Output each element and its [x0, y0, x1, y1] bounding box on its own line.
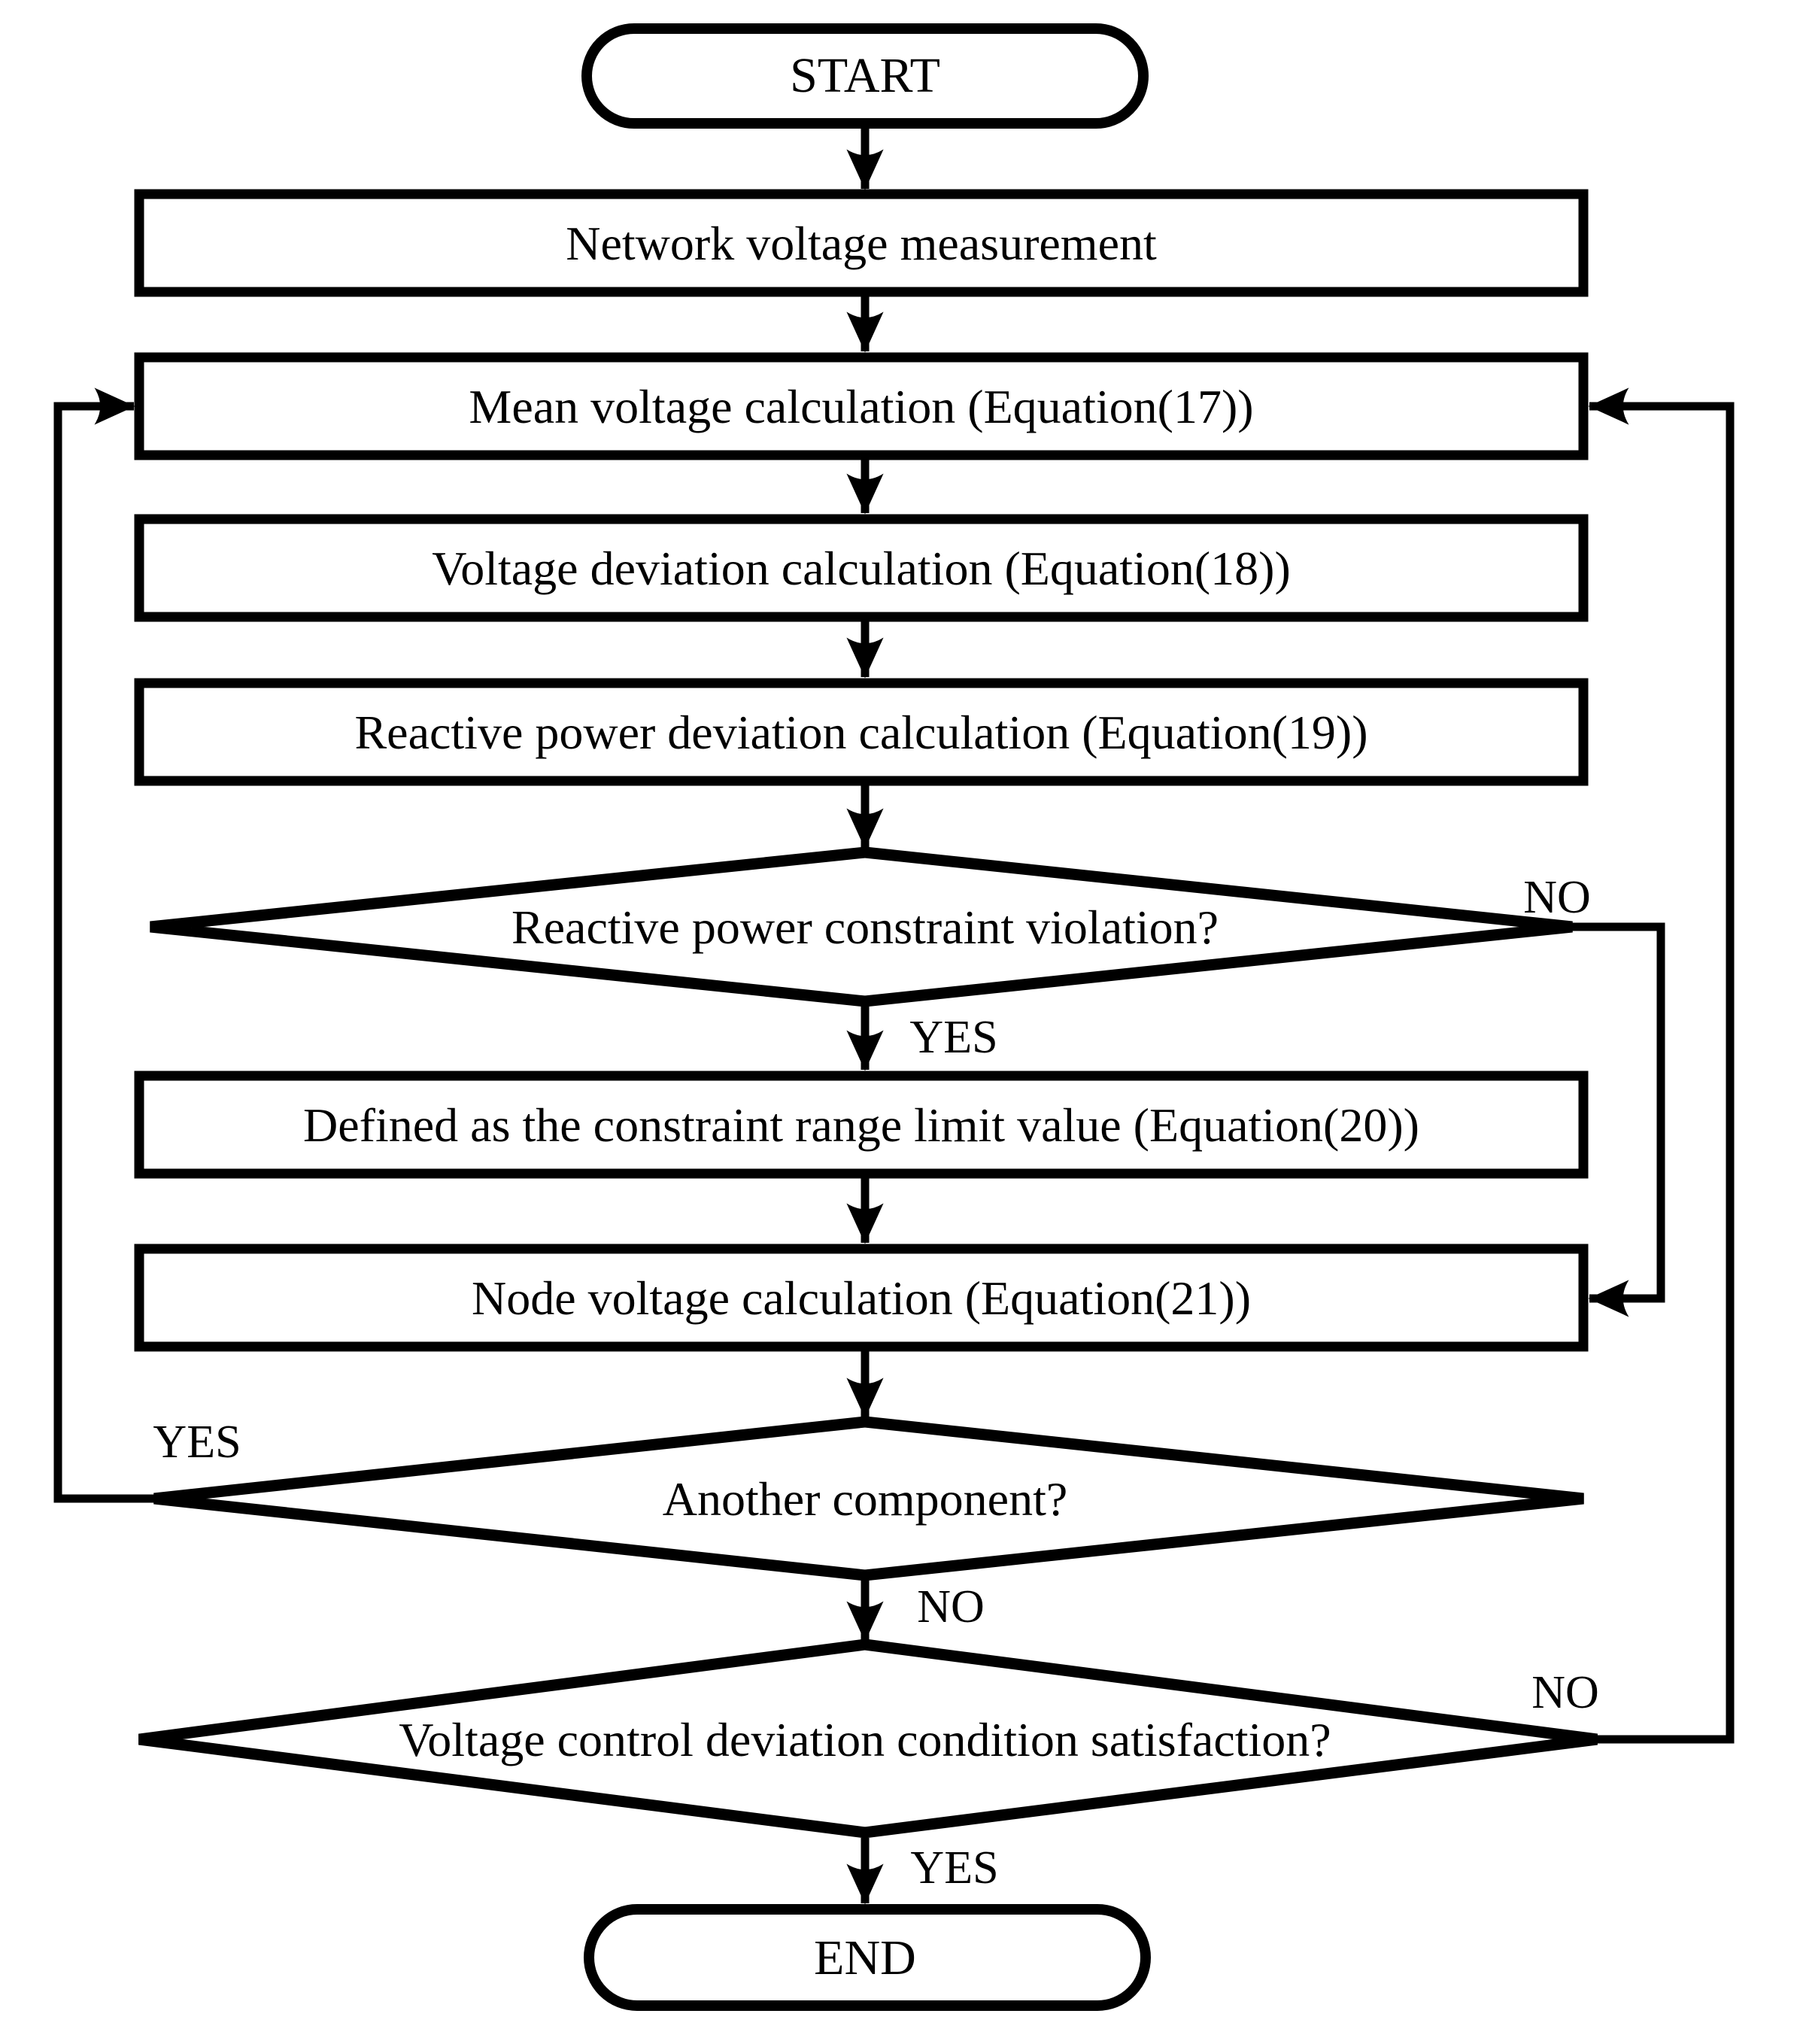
reactive-power-deviation-calculation-node — [134, 678, 1589, 786]
voltage-deviation-calculation-label: Voltage deviation calculation (Equation(… — [432, 542, 1291, 595]
voltage-control-satisfaction-diamond — [138, 1639, 1598, 1839]
another-component-diamond — [153, 1416, 1584, 1581]
violation-no-label: NO — [1523, 872, 1591, 923]
violation-yes-label: YES — [909, 1012, 997, 1063]
satisfaction-no-label: NO — [1531, 1667, 1599, 1718]
node-voltage-calculation-node — [134, 1244, 1589, 1352]
voltage-deviation-calculation-node — [134, 514, 1589, 622]
defined-constraint-range-node — [134, 1071, 1589, 1179]
reactive-power-deviation-calculation-label: Reactive power deviation calculation (Eq… — [354, 706, 1367, 759]
mean-voltage-calculation-node — [134, 352, 1589, 460]
start-node — [581, 23, 1149, 129]
another-no-label: NO — [917, 1581, 985, 1632]
end-node — [584, 1904, 1151, 2011]
network-voltage-measurement-label: Network voltage measurement — [566, 217, 1157, 270]
edge-another-yes-loop — [53, 387, 154, 1503]
reactive-power-constraint-violation-diamond — [150, 846, 1573, 1007]
reactive-power-constraint-violation-label: Reactive power constraint violation? — [511, 901, 1219, 954]
edge-satisfaction-no-loop — [1588, 387, 1735, 1744]
another-yes-label: YES — [153, 1417, 241, 1468]
voltage-control-satisfaction-label: Voltage control deviation condition sati… — [399, 1713, 1331, 1766]
edge-violation-no-loop — [1572, 922, 1665, 1317]
defined-constraint-range-label: Defined as the constraint range limit va… — [303, 1098, 1419, 1152]
mean-voltage-calculation-label: Mean voltage calculation (Equation(17)) — [469, 380, 1253, 433]
start-label: START — [790, 48, 940, 103]
satisfaction-yes-label: YES — [910, 1842, 998, 1894]
end-label: END — [814, 1930, 916, 1985]
network-voltage-measurement-node — [134, 189, 1589, 297]
node-voltage-calculation-label: Node voltage calculation (Equation(21)) — [472, 1271, 1251, 1325]
another-component-label: Another component? — [663, 1472, 1068, 1526]
